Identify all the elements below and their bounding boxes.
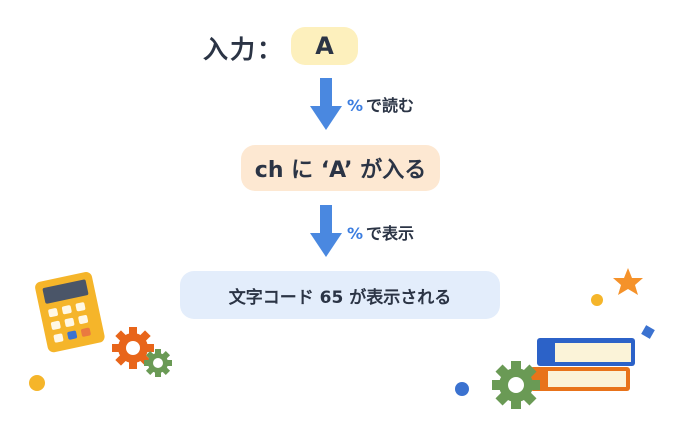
- down-arrow-icon: [310, 78, 342, 130]
- dot-decoration: [29, 375, 45, 391]
- input-label: 入力：: [203, 35, 285, 64]
- gear-icon: [492, 361, 540, 409]
- gear-icon: [144, 349, 172, 377]
- input-value-box: A: [291, 27, 358, 65]
- format-specifier: %: [347, 224, 364, 243]
- books-icon: [530, 338, 635, 391]
- calculator-gears-illustration: [29, 271, 172, 391]
- gear-icon: [112, 327, 154, 369]
- assign-box: ch に ‘A’ が入る: [241, 145, 440, 191]
- star-icon: [613, 268, 643, 295]
- step-display-label: %で表示: [347, 220, 414, 244]
- format-specifier: %: [347, 96, 364, 115]
- calculator-icon: [35, 271, 105, 353]
- step-read-label: %で読む: [347, 92, 414, 116]
- books-gear-illustration: [455, 268, 655, 409]
- result-box: 文字コード 65 が表示される: [180, 271, 500, 319]
- step-read-text: で読む: [366, 96, 415, 115]
- step-display-text: で表示: [366, 224, 415, 243]
- down-arrow-icon: [310, 205, 342, 257]
